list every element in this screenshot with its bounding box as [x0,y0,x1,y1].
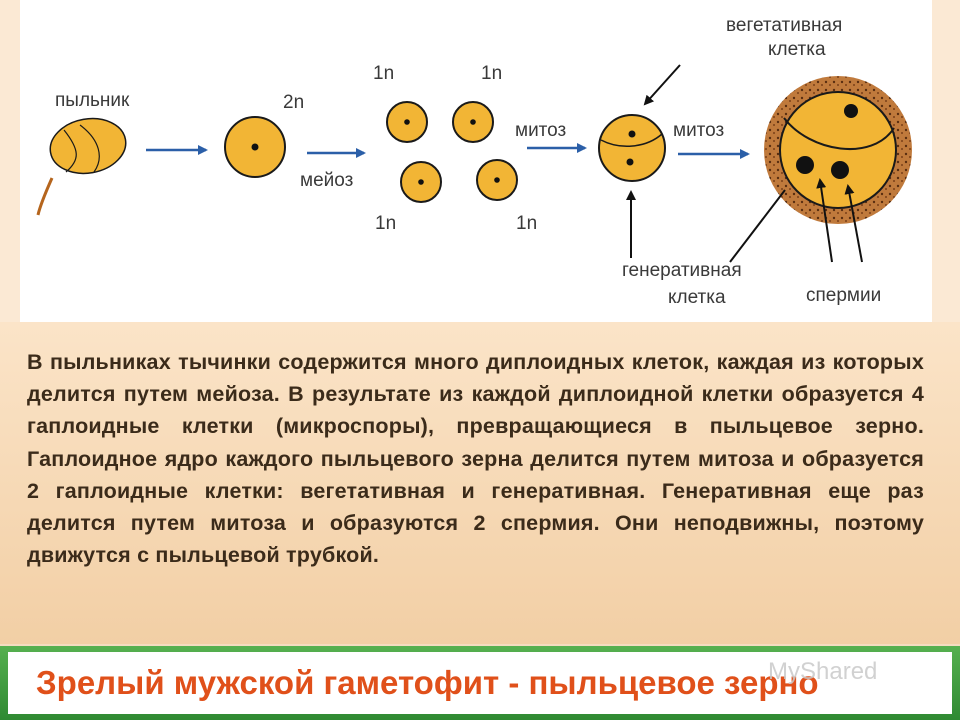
haploid-cell [400,161,442,203]
anther-illustration [36,117,127,216]
pointer-arrow-sperm [816,178,833,263]
pointer-line-generative [729,189,786,263]
meiosis-label: мейоз [300,170,353,191]
diploid-cell [224,116,286,178]
mitosis-label-1: митоз [515,120,566,141]
slide-title: Зрелый мужской гаметофит - пыльцевое зер… [36,664,819,701]
pointer-arrow-sperm [844,184,863,263]
haploid-cell [452,101,494,143]
pointer-arrow-vegetative [643,64,681,106]
haploid-cell [476,159,518,201]
haploid-label: 1n [516,213,537,234]
pollen-development-diagram: пыльник 2n мейоз 1n 1n 1n [36,15,912,308]
mature-pollen-grain [764,76,912,224]
dividing-pollen-cell [598,114,666,182]
mitosis-label-2: митоз [673,120,724,141]
vegetative-label-line1: вегетативная [726,15,842,36]
sperm-cell [831,161,849,179]
vegetative-label-line2: клетка [768,39,826,60]
haploid-label: 1n [481,63,502,84]
haploid-label: 1n [375,213,396,234]
watermark: MyShared [768,658,878,685]
haploid-cell [386,101,428,143]
sperm-cell [796,156,814,174]
diploid-label: 2n [283,92,304,113]
description-text: В пыльниках тычинки содержится много дип… [27,350,924,568]
sperms-label: спермии [806,285,881,306]
footer-bar [0,646,960,720]
vegetative-nucleus [844,104,858,118]
generative-label-line2: клетка [668,287,726,308]
anther-label: пыльник [55,90,130,111]
haploid-label: 1n [373,63,394,84]
diagram-panel: пыльник 2n мейоз 1n 1n 1n [0,0,960,322]
text-panel [0,322,960,644]
generative-label-line1: генеративная [622,260,742,281]
